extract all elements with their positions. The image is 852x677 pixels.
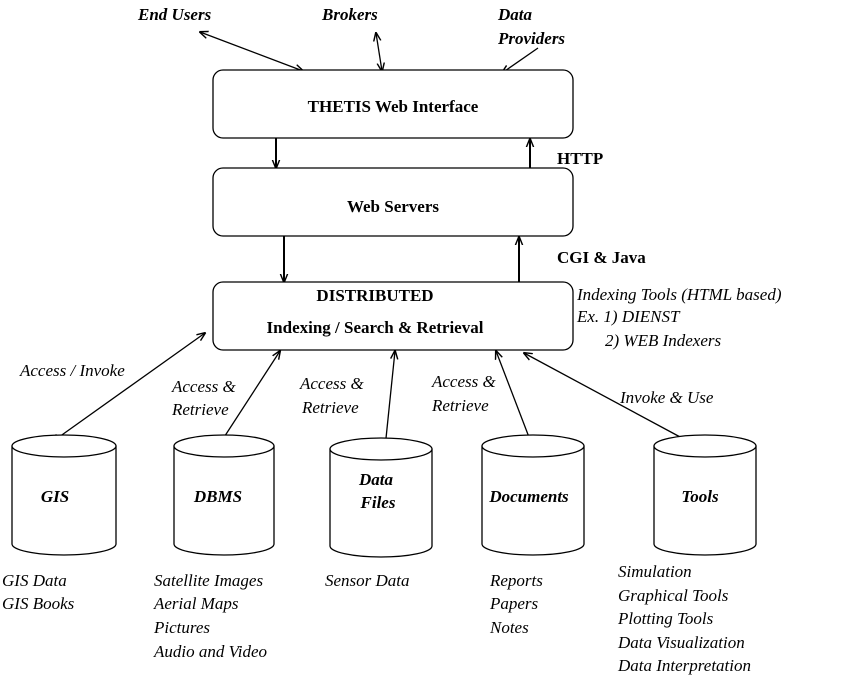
tools-content-item: Plotting Tools (617, 609, 714, 628)
tools-link-arrow (524, 353, 683, 439)
data-providers-arrow (502, 47, 539, 73)
datafiles-store-label-line1: Data (358, 470, 394, 489)
tools-content-item: Data Visualization (617, 633, 745, 652)
dbms-link-label-line1: Access & (171, 377, 237, 396)
datafiles-store: Data Files (329, 437, 433, 558)
cgi-java-label: CGI & Java (557, 248, 646, 267)
dbms-store-label: DBMS (193, 487, 242, 506)
actor-data-providers-line2: Providers (497, 29, 565, 48)
gis-link-label: Access / Invoke (19, 361, 125, 380)
distributed-label-line1: DISTRIBUTED (316, 286, 433, 305)
tools-content-item: Data Interpretation (617, 656, 751, 675)
actor-data-providers-line1: Data (497, 5, 533, 24)
datafiles-link-arrow (385, 351, 395, 448)
actor-end-users: End Users (137, 5, 212, 24)
brokers-arrow (376, 33, 382, 71)
dbms-content-item: Audio and Video (153, 642, 267, 661)
gis-store: GIS (11, 434, 117, 556)
web-interface-box: THETIS Web Interface (212, 69, 574, 139)
datafiles-content-item: Sensor Data (325, 571, 410, 590)
indexing-note-line2: Ex. 1) DIENST (576, 307, 681, 326)
gis-link-arrow (52, 333, 205, 442)
gis-content-item: GIS Books (2, 594, 75, 613)
web-interface-label: THETIS Web Interface (308, 97, 479, 116)
gis-store-label: GIS (41, 487, 69, 506)
distributed-label-line2: Indexing / Search & Retrieval (267, 318, 484, 337)
tools-store: Tools (653, 434, 757, 556)
documents-link-label-line2: Retrieve (431, 396, 489, 415)
tools-link-label: Invoke & Use (619, 388, 714, 407)
documents-content-item: Reports (489, 571, 543, 590)
dbms-link-label-line2: Retrieve (171, 400, 229, 419)
tools-content-item: Graphical Tools (618, 586, 729, 605)
documents-content-item: Papers (489, 594, 539, 613)
datafiles-link-label-line1: Access & (299, 374, 365, 393)
web-servers-label: Web Servers (347, 197, 439, 216)
distributed-box: DISTRIBUTED Indexing / Search & Retrieva… (212, 281, 574, 351)
dbms-store: DBMS (173, 434, 275, 556)
http-label: HTTP (557, 149, 603, 168)
dbms-content-item: Aerial Maps (153, 594, 239, 613)
indexing-note-line3: 2) WEB Indexers (605, 331, 722, 350)
end-users-arrow (200, 32, 303, 71)
documents-content-item: Notes (489, 618, 529, 637)
documents-store: Documents (481, 434, 585, 556)
dbms-content-item: Pictures (153, 618, 210, 637)
datafiles-store-label-line2: Files (360, 493, 396, 512)
documents-link-label-line1: Access & (431, 372, 497, 391)
web-servers-box: Web Servers (212, 167, 574, 237)
indexing-note-line1: Indexing Tools (HTML based) (576, 285, 782, 304)
documents-store-label: Documents (488, 487, 569, 506)
datafiles-link-label-line2: Retrieve (301, 398, 359, 417)
actor-brokers: Brokers (321, 5, 378, 24)
tools-store-label: Tools (681, 487, 719, 506)
dbms-content-item: Satellite Images (154, 571, 263, 590)
tools-content-item: Simulation (618, 562, 692, 581)
dbms-link-arrow (219, 351, 280, 445)
gis-content-item: GIS Data (2, 571, 67, 590)
documents-link-arrow (496, 351, 532, 445)
